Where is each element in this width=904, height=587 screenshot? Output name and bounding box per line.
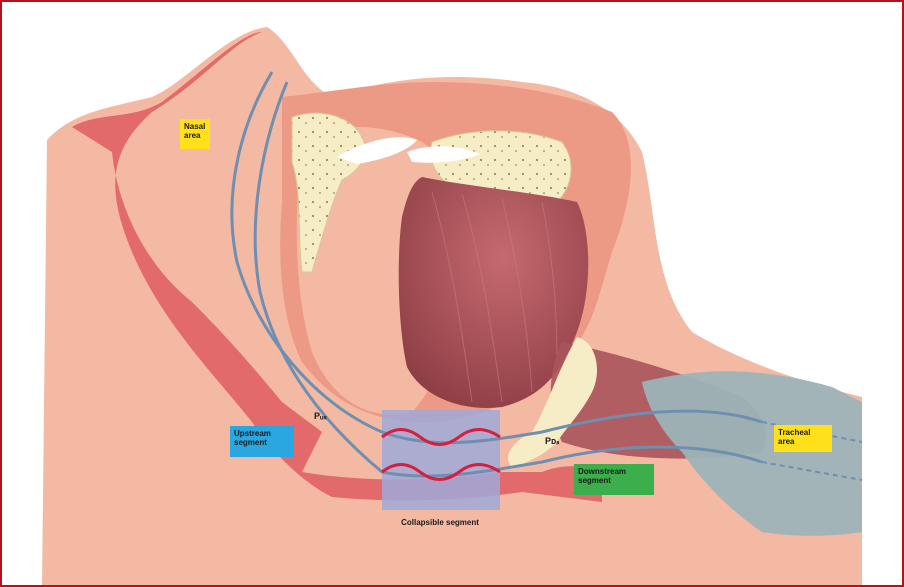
collapsible-segment-box [382,410,500,510]
tracheal-area-label: Tracheal area [774,425,832,452]
nasal-area-label: Nasal area [180,119,210,149]
downstream-segment-label: Downstream segment [574,464,654,495]
collapsible-segment-label: Collapsible segment [401,518,479,527]
upstream-pressure-label: Pᵤₛ [314,411,327,421]
downstream-pressure-label: Pᴅₛ [545,436,560,446]
upstream-segment-label: Upstream segment [230,426,294,457]
